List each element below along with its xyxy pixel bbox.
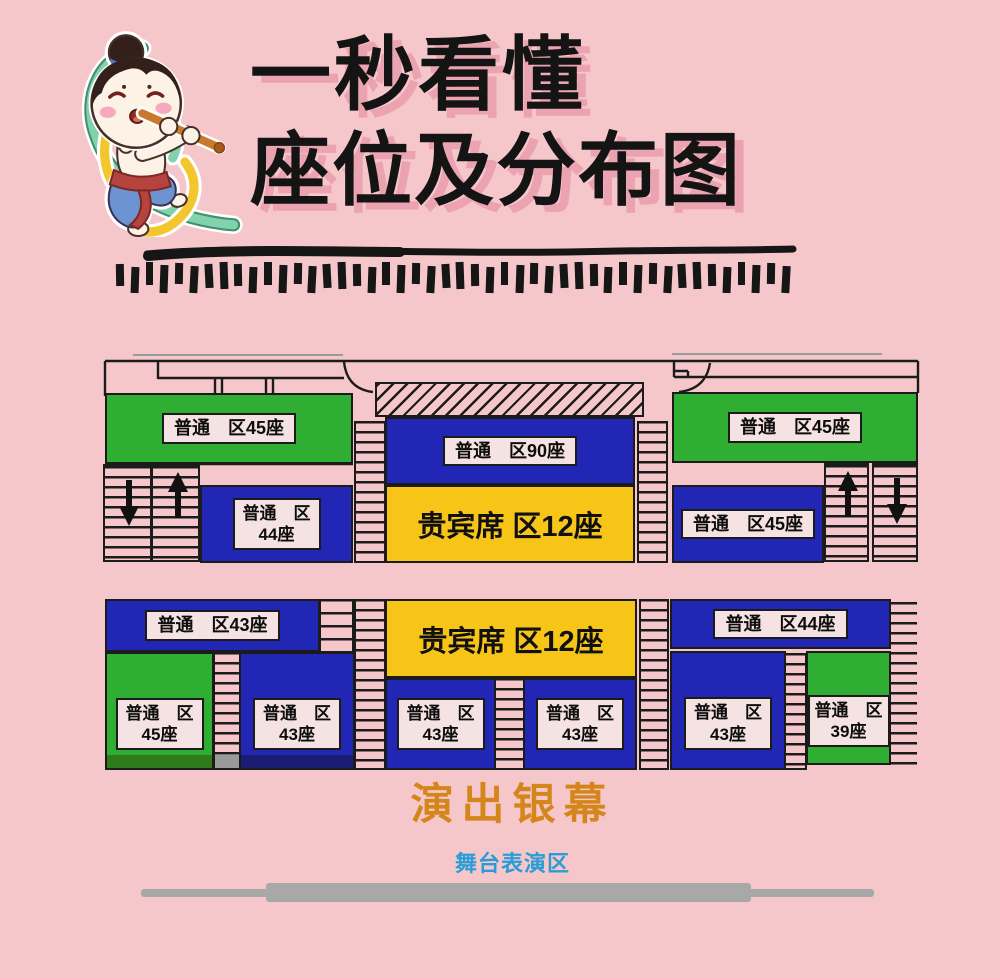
area-label: 普通 区43座	[145, 610, 280, 641]
flute	[135, 106, 226, 155]
stage-label: 舞台表演区	[454, 851, 570, 876]
title-line-2: 座位及分布图	[250, 126, 742, 215]
area-ordinary-44-bottom-right-wide: 普通 区44座	[670, 599, 891, 649]
entrance-hatched-area	[375, 382, 644, 417]
screen-label: 演出银幕	[410, 781, 615, 829]
area-ordinary-43-d: 普通 区 43座	[670, 651, 786, 770]
area-label: 普通 区45座	[680, 508, 816, 540]
stairs-top-mid-right	[637, 421, 668, 563]
area-label: 普通 区 43座	[536, 697, 624, 751]
area-vip-12-bottom: 贵宾席 区12座	[385, 599, 637, 678]
tally-marks	[115, 261, 806, 296]
stairs-bottom-2	[494, 678, 525, 770]
ribbon-teal	[81, 39, 243, 234]
stairs-bottom-tall-left	[354, 599, 386, 770]
stairs-top-mid-left	[354, 421, 386, 563]
down-arrow-icon	[119, 480, 139, 526]
ribbon-yellow	[97, 107, 202, 237]
area-label: 普通 区 45座	[115, 697, 204, 751]
area-vip-12-top: 贵宾席 区12座	[385, 485, 635, 563]
stairs-top-left-b	[151, 464, 200, 562]
area-ordinary-44-top-left: 普通 区 44座	[200, 485, 353, 563]
stage-bar-thick	[266, 883, 751, 902]
page-title: 一秒看懂 座位及分布图	[250, 36, 742, 211]
floor-strip	[215, 755, 239, 768]
area-ordinary-45-top-right: 普通 区45座	[672, 392, 918, 463]
floor-strip	[107, 755, 212, 768]
down-arrow-icon	[887, 478, 907, 524]
stairs-bottom-small	[319, 599, 354, 652]
title-line-1: 一秒看懂	[250, 31, 587, 121]
area-ordinary-43-bottom-left-wide: 普通 区43座	[105, 599, 320, 652]
area-label: 普通 区90座	[442, 435, 578, 467]
vip-label: 贵宾席 区12座	[418, 625, 604, 658]
area-ordinary-43-b: 普通 区 43座	[385, 678, 496, 770]
stairs-top-left-a	[103, 464, 152, 562]
up-arrow-icon	[168, 472, 188, 518]
stairs-bottom-1	[213, 652, 241, 770]
stairs-bottom-right-edge	[891, 602, 917, 772]
stairs-top-right-a	[824, 463, 869, 562]
area-ordinary-45-bottom: 普通 区 45座	[105, 652, 214, 770]
stairs-top-right-b	[872, 463, 918, 562]
area-ordinary-90-top-center: 普通 区90座	[385, 417, 635, 485]
area-label: 普通 区45座	[161, 413, 297, 444]
area-label: 普通 区 43座	[396, 697, 485, 751]
mascot-illustration	[81, 31, 243, 237]
vip-label: 贵宾席 区12座	[417, 511, 603, 543]
up-arrow-icon	[838, 471, 858, 517]
stairs-bottom-3	[784, 653, 807, 770]
area-ordinary-39-bottom: 普通 区 39座	[806, 651, 891, 765]
area-label: 普通 区 39座	[807, 694, 890, 748]
stairs-bottom-tall-right	[639, 599, 669, 770]
area-label: 普通 区44座	[713, 608, 848, 640]
area-label: 普通 区45座	[727, 412, 863, 443]
area-ordinary-45-top-right-blue: 普通 区45座	[672, 485, 824, 563]
area-label: 普通 区 44座	[232, 497, 321, 551]
area-ordinary-43-c: 普通 区 43座	[523, 678, 637, 770]
area-ordinary-45-top-left: 普通 区45座	[105, 393, 353, 464]
mascot-body	[104, 115, 196, 237]
floor-strip	[241, 755, 353, 768]
area-ordinary-43-a: 普通 区 43座	[239, 652, 355, 770]
area-label: 普通 区 43座	[684, 697, 772, 750]
area-label: 普通 区 43座	[253, 697, 341, 751]
mascot-head	[88, 31, 184, 151]
